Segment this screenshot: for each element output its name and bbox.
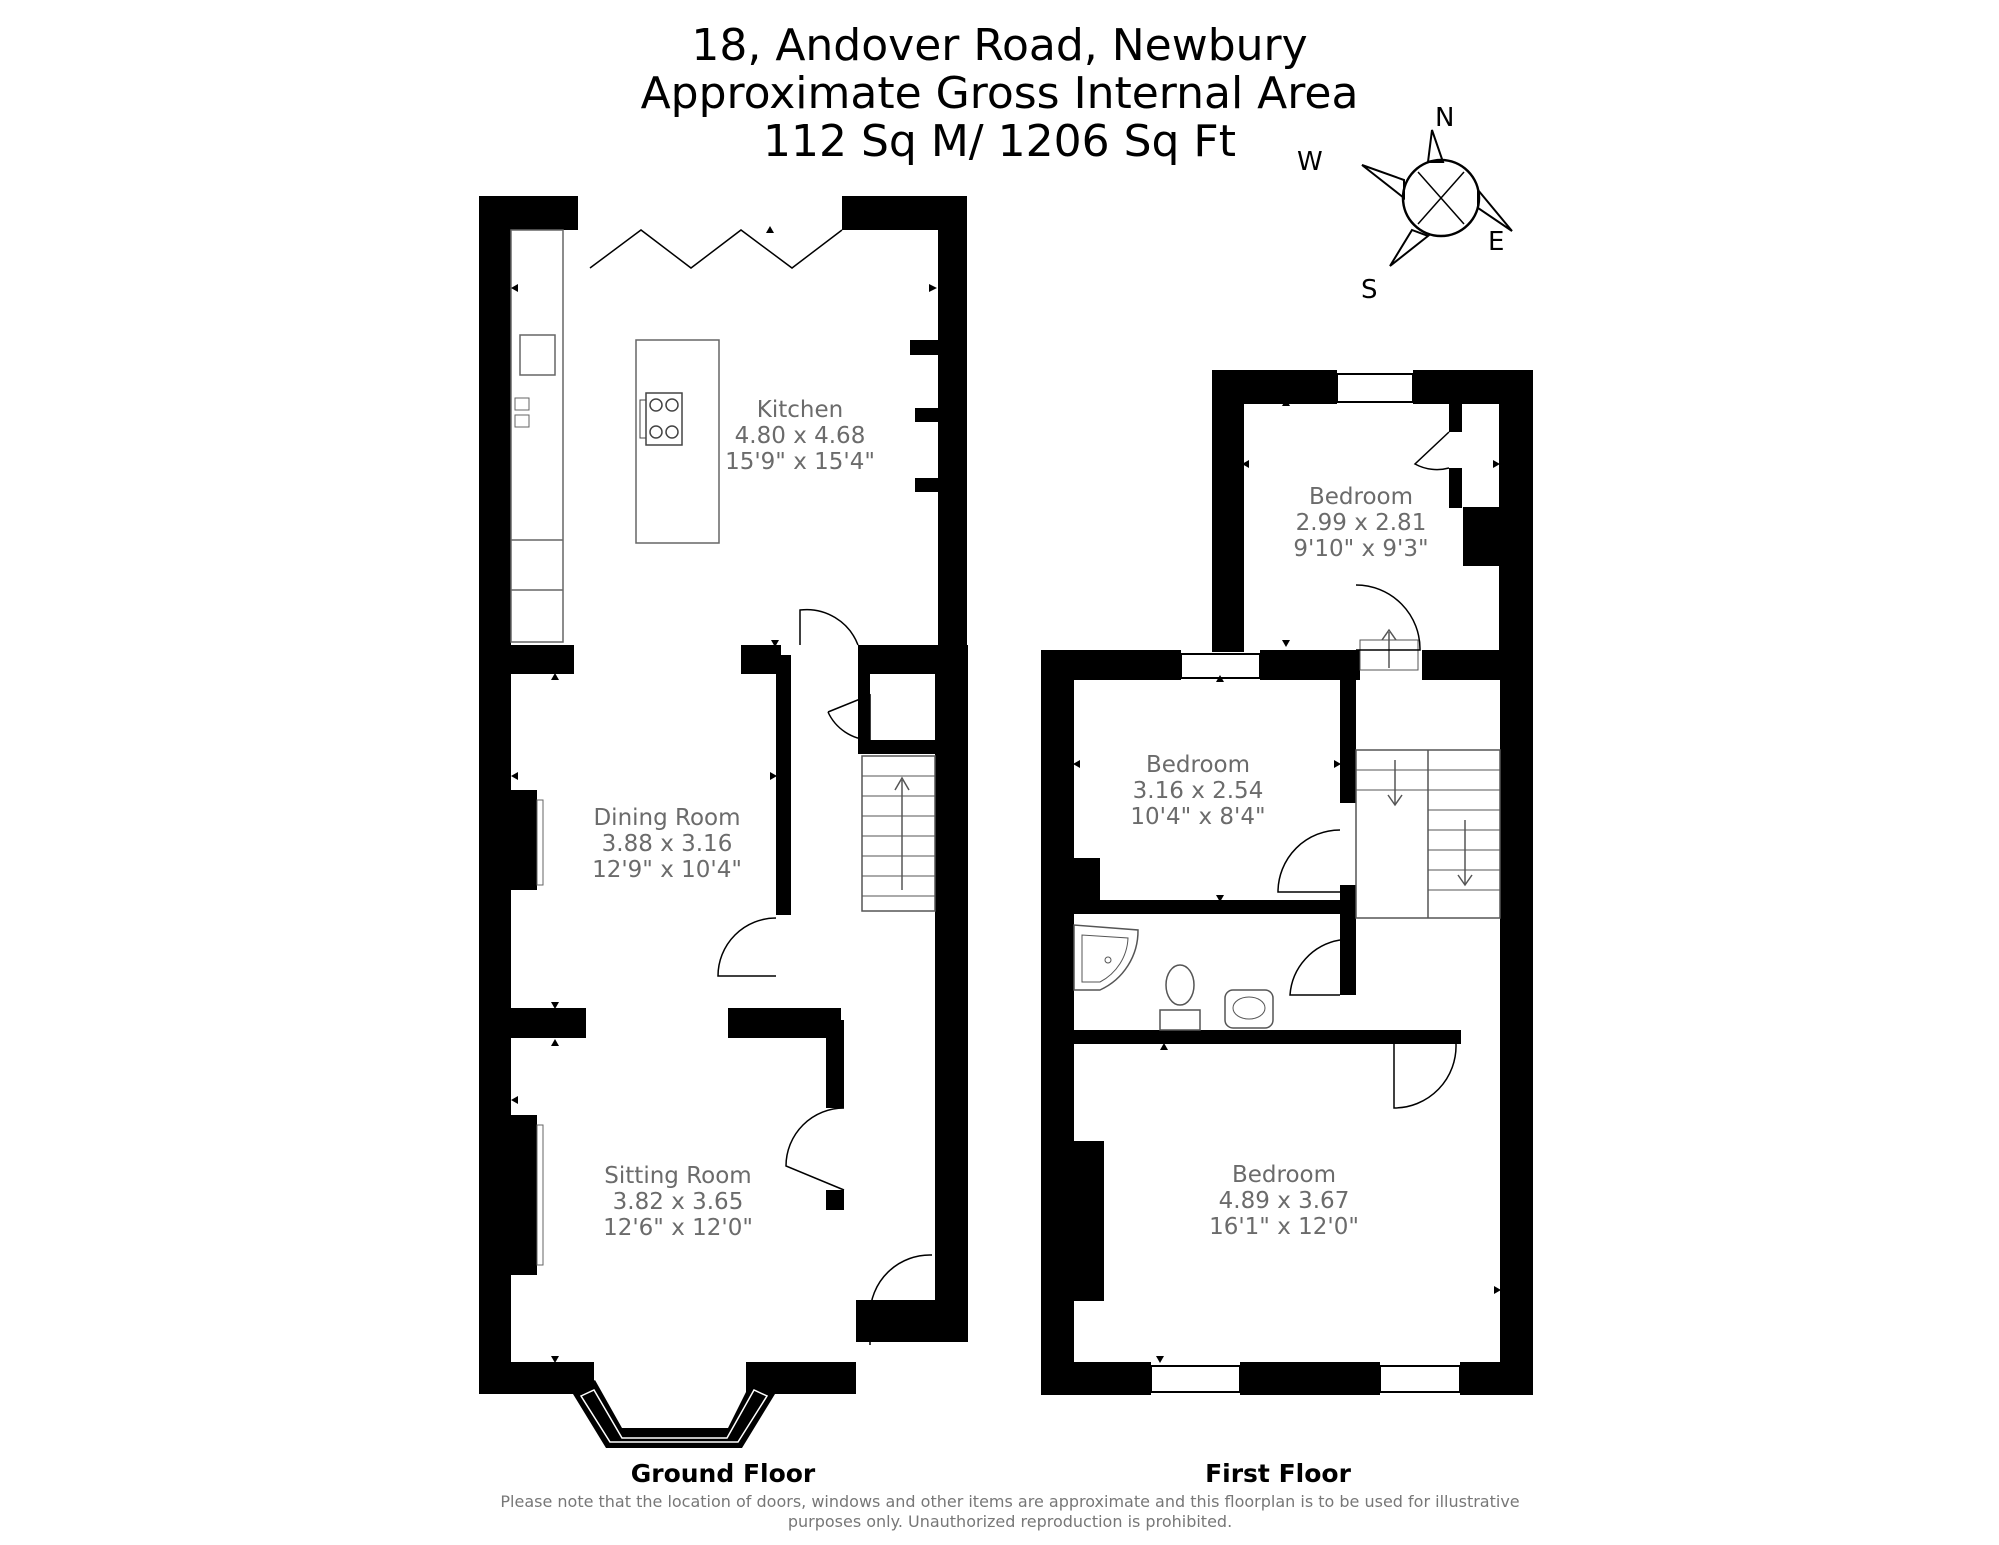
disclaimer-line-1: Please note that the location of doors, …: [500, 1492, 1520, 1511]
ground-floor-plan: [479, 196, 968, 1448]
staircase: [861, 755, 936, 912]
bifold-doors: [589, 229, 843, 269]
room-label-sitting-room: Sitting Room 3.82 x 3.65 12'6" x 12'0": [603, 1163, 753, 1241]
room-size-metric: 4.89 x 3.67: [1219, 1188, 1350, 1214]
room-size-imperial: 9'10" x 9'3": [1293, 536, 1428, 562]
wall: [935, 650, 968, 1342]
room-label-bedroom-small: Bedroom 2.99 x 2.81 9'10" x 9'3": [1293, 484, 1428, 562]
basin-icon: [1224, 989, 1274, 1029]
room-size-metric: 4.80 x 4.68: [735, 423, 866, 449]
first-floor-plan: [1041, 370, 1533, 1395]
compass-east: E: [1488, 227, 1504, 257]
room-name: Kitchen: [757, 397, 843, 423]
sink-icon: [519, 334, 556, 376]
room-size-imperial: 12'6" x 12'0": [603, 1215, 753, 1241]
room-size-metric: 3.88 x 3.16: [602, 831, 733, 857]
room-name: Dining Room: [593, 805, 740, 831]
room-size-imperial: 10'4" x 8'4": [1130, 804, 1265, 830]
kitchen-island: [635, 339, 720, 544]
hob-icon: [639, 392, 683, 446]
first-floor-label: First Floor: [1205, 1459, 1352, 1488]
compass-rose-icon: [1361, 129, 1513, 267]
disclaimer-line-2: purposes only. Unauthorized reproduction…: [787, 1512, 1233, 1531]
disclaimer: Please note that the location of doors, …: [400, 1492, 1620, 1532]
toilet-icon: [1159, 964, 1201, 1031]
room-size-metric: 2.99 x 2.81: [1296, 510, 1427, 536]
room-label-bedroom-middle: Bedroom 3.16 x 2.54 10'4" x 8'4": [1130, 752, 1265, 830]
area-value: 112 Sq M/ 1206 Sq Ft: [763, 116, 1236, 167]
room-size-metric: 3.82 x 3.65: [613, 1189, 744, 1215]
room-name: Bedroom: [1309, 484, 1413, 510]
staircase: [1355, 628, 1501, 919]
room-label-kitchen: Kitchen 4.80 x 4.68 15'9" x 15'4": [725, 397, 875, 475]
bath-icon: [1073, 924, 1139, 991]
room-name: Bedroom: [1146, 752, 1250, 778]
room-size-metric: 3.16 x 2.54: [1133, 778, 1264, 804]
room-size-imperial: 15'9" x 15'4": [725, 449, 875, 475]
wall: [479, 196, 578, 230]
room-label-dining-room: Dining Room 3.88 x 3.16 12'9" x 10'4": [592, 805, 742, 883]
wall: [938, 196, 967, 674]
ground-floor-label: Ground Floor: [631, 1459, 816, 1488]
area-caption: Approximate Gross Internal Area: [640, 68, 1359, 119]
compass-south: S: [1361, 275, 1378, 305]
room-size-imperial: 16'1" x 12'0": [1209, 1214, 1359, 1240]
property-address: 18, Andover Road, Newbury: [691, 20, 1308, 71]
room-size-imperial: 12'9" x 10'4": [592, 857, 742, 883]
room-name: Bedroom: [1232, 1162, 1336, 1188]
wall: [479, 196, 511, 1393]
room-label-bedroom-large: Bedroom 4.89 x 3.67 16'1" x 12'0": [1209, 1162, 1359, 1240]
compass-west: W: [1297, 147, 1323, 177]
room-name: Sitting Room: [604, 1163, 751, 1189]
compass-north: N: [1435, 103, 1454, 133]
